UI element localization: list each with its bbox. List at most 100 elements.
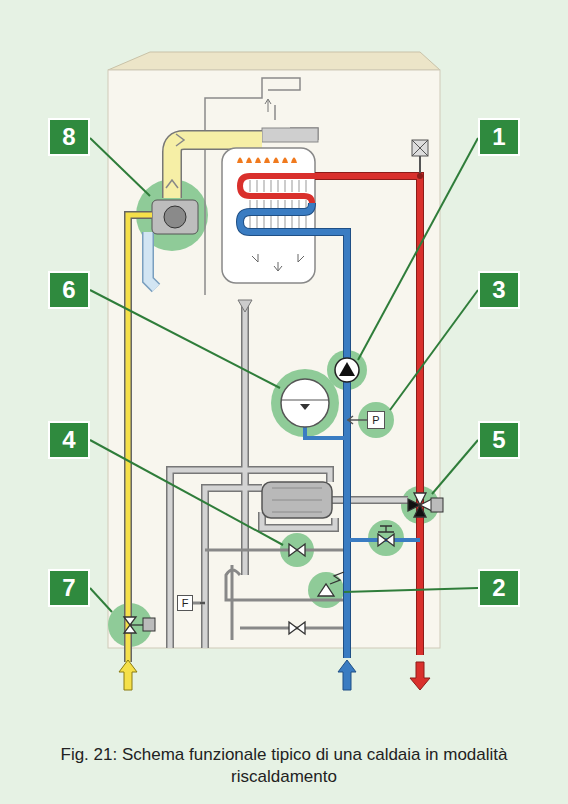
- callout-text: 3: [492, 278, 505, 302]
- illustration-part: [344, 588, 478, 592]
- callout-number: 8: [48, 118, 90, 156]
- figure-caption: Fig. 21: Schema funzionale tipico di una…: [20, 744, 548, 788]
- illustration-part: [262, 128, 318, 142]
- illustration-part: [226, 565, 240, 640]
- illustration-part: [278, 216, 279, 228]
- illustration-part: [282, 158, 288, 164]
- illustration-part: [252, 254, 304, 271]
- illustration-part: [390, 290, 478, 410]
- illustration-part: [272, 488, 322, 512]
- illustration-part: [262, 482, 332, 518]
- illustration-part: [292, 200, 293, 208]
- illustration-part: [243, 300, 248, 575]
- illustration-part: [200, 602, 205, 603]
- illustration-part: [148, 232, 156, 288]
- illustration-part: [335, 358, 359, 382]
- symbol-letter: P: [372, 415, 379, 426]
- illustration-part: [255, 158, 261, 164]
- illustration-part: [90, 138, 478, 612]
- illustration-part: [240, 203, 347, 658]
- illustration-part: [257, 200, 258, 208]
- callout-number: 5: [478, 421, 520, 459]
- illustration-part: [193, 550, 347, 628]
- illustration-part: [205, 488, 262, 648]
- illustration-part: [271, 369, 339, 437]
- illustration-part: [412, 140, 428, 156]
- illustration-part: [108, 70, 440, 648]
- illustration-part: [271, 200, 272, 208]
- illustration-part: [315, 176, 420, 655]
- illustration-part: [432, 440, 478, 494]
- illustration-part: [240, 203, 347, 658]
- illustration-part: [305, 426, 347, 438]
- illustration-part: [289, 622, 305, 634]
- illustration-part: [250, 180, 251, 192]
- illustration-part: [265, 99, 271, 112]
- illustration-part: [238, 300, 252, 312]
- illustration-part: [193, 602, 205, 605]
- illustration-part: [143, 618, 155, 631]
- illustration-part: [264, 180, 265, 192]
- illustration-part: [264, 158, 270, 164]
- illustration-part: [412, 140, 428, 156]
- callout-text: 6: [62, 278, 75, 302]
- illustration-part: [164, 206, 186, 228]
- illustration-part: [414, 505, 426, 517]
- illustration-part: [90, 588, 112, 612]
- illustration-part: [148, 232, 156, 288]
- illustration-part: [205, 549, 347, 552]
- illustration-part: [264, 216, 265, 228]
- illustration-part: [339, 362, 355, 376]
- illustration-part: [378, 534, 394, 546]
- illustration-part: [417, 173, 423, 179]
- callout-text: 4: [62, 428, 75, 452]
- illustration-part: [264, 200, 265, 208]
- illustration-part: [299, 200, 300, 208]
- callout-text: 1: [492, 125, 505, 149]
- illustration-part: [308, 572, 344, 608]
- illustration-part: [166, 134, 184, 188]
- illustration-part: [90, 440, 283, 545]
- sensor-box: P: [367, 411, 385, 429]
- illustration-part: [170, 300, 408, 648]
- illustration-part: [240, 599, 347, 602]
- illustration-part: [128, 215, 152, 662]
- illustration-part: [299, 180, 300, 192]
- illustration-part: [250, 216, 251, 228]
- callout-number: 4: [48, 421, 90, 459]
- symbol-letter: F: [182, 598, 189, 609]
- illustration-part: [338, 660, 356, 690]
- illustration-part: [108, 52, 440, 70]
- illustration-part: [330, 572, 344, 584]
- illustration-part: [291, 158, 297, 164]
- illustration-part: [241, 300, 249, 575]
- illustration-part: [431, 498, 443, 512]
- illustration-part: [271, 216, 272, 228]
- illustration-part: [347, 416, 367, 424]
- illustration-part: [273, 158, 279, 164]
- illustration-part: [246, 158, 252, 164]
- callout-text: 2: [492, 576, 505, 600]
- illustration-part: [250, 180, 306, 228]
- illustration-part: [378, 526, 394, 532]
- illustration-part: [257, 180, 258, 192]
- illustration-part: [318, 584, 334, 596]
- illustration-part: [240, 176, 315, 203]
- illustration-part: [237, 158, 243, 164]
- illustration-part: [292, 180, 293, 192]
- illustration-part: [278, 200, 279, 208]
- illustration-part: [124, 493, 432, 634]
- illustration-part: [170, 300, 408, 648]
- illustration-part: [90, 138, 150, 196]
- callout-number: 7: [48, 569, 90, 607]
- illustration-part: [306, 216, 307, 228]
- illustration-part: [414, 493, 426, 505]
- callout-text: 5: [492, 428, 505, 452]
- illustration-part: [410, 662, 430, 690]
- illustration-part: [271, 180, 272, 192]
- illustration-part: [285, 216, 286, 228]
- illustration-part: [281, 379, 329, 427]
- callout-number: 3: [478, 271, 520, 309]
- callout-number: 1: [478, 118, 520, 156]
- illustration-part: [278, 180, 279, 192]
